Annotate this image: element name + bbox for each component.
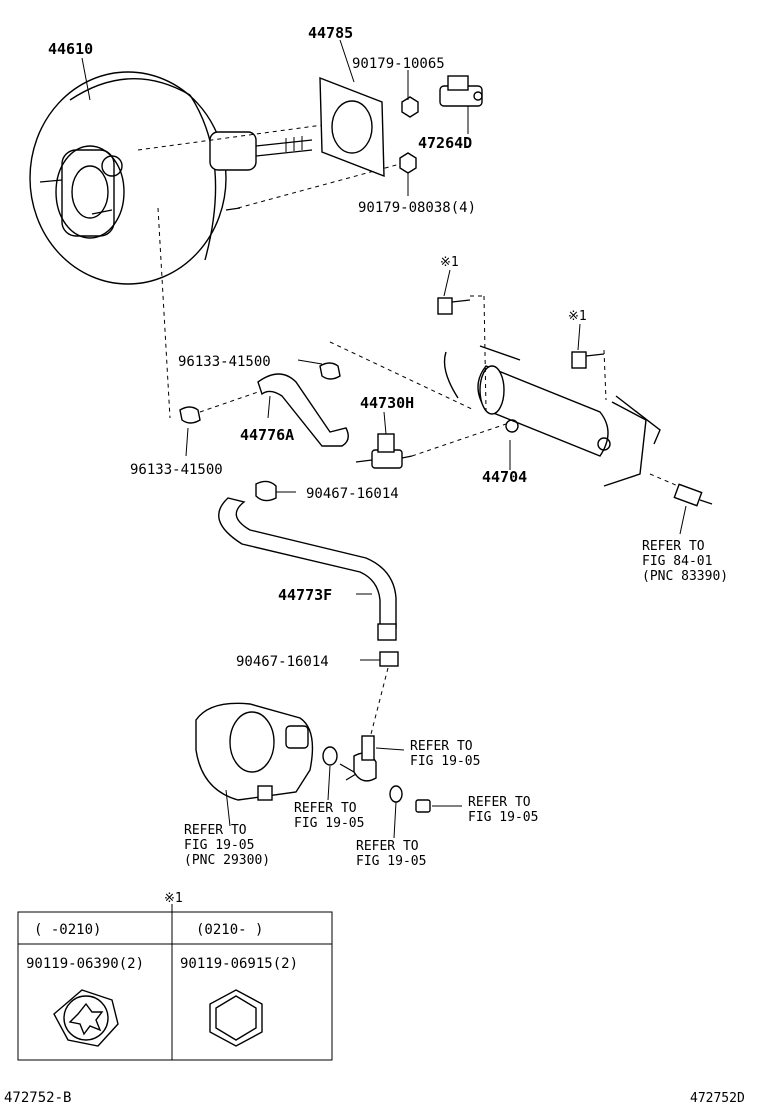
bolt-drawing [437,295,607,411]
hose-44773F-drawing [218,480,397,641]
label-44610: 44610 [48,40,93,58]
vacuum-switch-drawing [649,473,713,507]
ref-d-line2: FIG 19-05 [356,854,426,869]
label-44730H: 44730H [360,394,414,412]
label-90179-08038: 90179-08038(4) [358,200,476,216]
ref-e-line1: REFER TO [184,823,247,838]
ref-c-line1: REFER TO [468,795,531,810]
label-90467-16014-b: 90467-16014 [236,654,329,670]
label-90467-16014-a: 90467-16014 [306,486,399,502]
ref-b-line1: REFER TO [294,801,357,816]
label-44773F: 44773F [278,586,332,604]
label-96133-41500-a: 96133-41500 [178,354,271,370]
footer-left-code: 472752-B [4,1090,71,1106]
nut-drawing [399,96,419,174]
ref-84-line1: REFER TO [642,539,705,554]
union-fitting-drawing [322,735,431,813]
ref-84-line3: (PNC 83390) [642,569,728,584]
ref-e-line2: FIG 19-05 [184,838,254,853]
table-col1-part: 90119-06390(2) [26,956,144,972]
torx-bolt-head-icon [53,989,119,1047]
leader-lines [81,39,687,839]
table-col2-part: 90119-06915(2) [180,956,298,972]
vacuum-tank-drawing [443,345,661,487]
vacuum-pump-drawing [195,702,314,801]
label-44776A: 44776A [240,426,294,444]
hose-44776A-drawing [179,341,475,447]
table-col1-header: ( -0210) [34,922,101,938]
check-valve-drawing [355,423,507,469]
ref-84-line2: FIG 84-01 [642,554,712,569]
gasket-drawing [319,76,385,178]
label-96133-41500-b: 96133-41500 [130,462,223,478]
footer-right-code: 472752D [690,1091,745,1106]
ref-e-line3: (PNC 29300) [184,853,270,868]
ref-d-line1: REFER TO [356,839,419,854]
label-90179-10065: 90179-10065 [352,56,445,72]
clevis-drawing [439,75,483,107]
label-note1-a: ※1 [440,255,459,270]
label-47264D: 47264D [418,134,472,152]
hex-bolt-head-icon [209,989,263,1047]
ref-a-line1: REFER TO [410,739,473,754]
variant-table: ※1 ( -0210) (0210- ) 90119-06390(2) 9011… [17,891,333,1061]
label-44785: 44785 [308,24,353,42]
ref-a-line2: FIG 19-05 [410,754,480,769]
ref-b-line2: FIG 19-05 [294,816,364,831]
label-44704: 44704 [482,468,527,486]
label-note1-c: ※1 [164,891,183,906]
label-note1-b: ※1 [568,309,587,324]
clamp-lower-drawing [369,651,399,739]
ref-c-line2: FIG 19-05 [468,810,538,825]
table-col2-header: (0210- ) [196,922,263,938]
brake-booster-drawing [29,71,401,419]
